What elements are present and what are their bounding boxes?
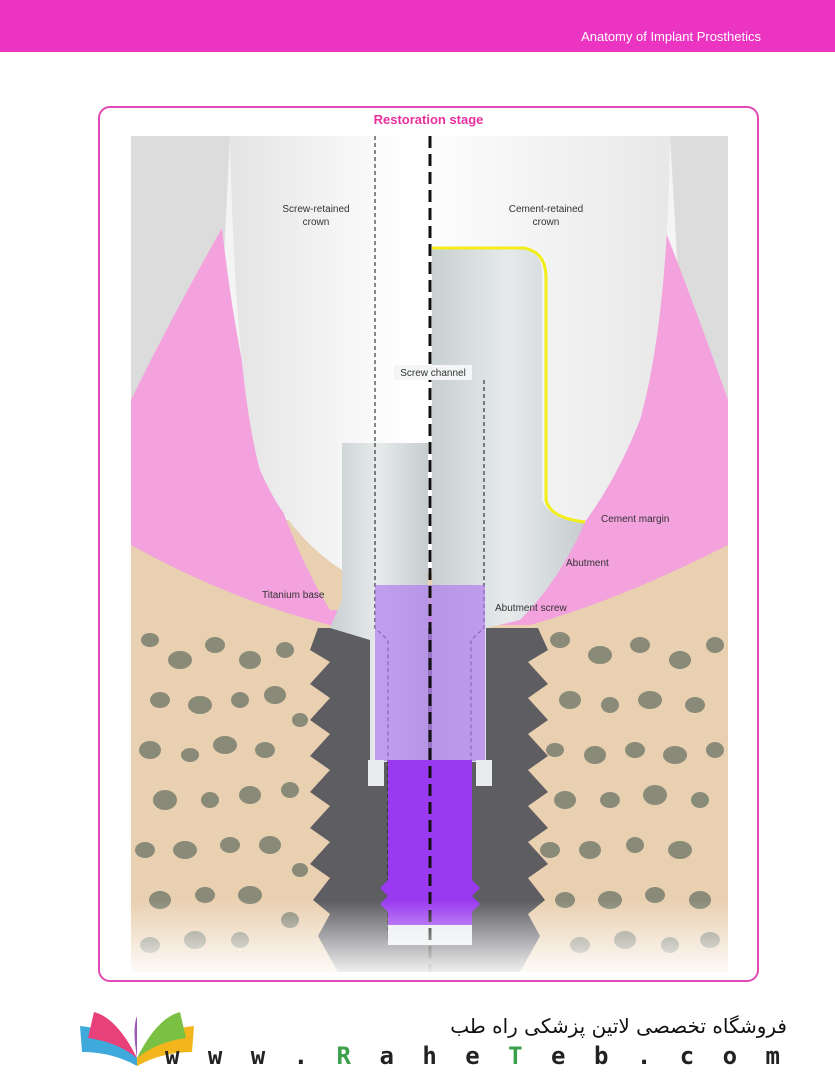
- figure-title: Restoration stage: [373, 112, 484, 127]
- url-prefix: w w w .: [164, 1042, 337, 1070]
- screw-channel-label-bg: [394, 365, 472, 380]
- label-cement-retained-1: Cement-retained: [509, 204, 583, 215]
- figure-frame: [98, 106, 759, 982]
- url-suffix: e b . c o m: [529, 1042, 787, 1070]
- label-screw-retained-2: crown: [303, 217, 330, 228]
- label-abutment-screw: Abutment screw: [495, 603, 567, 614]
- url-ahe: a h e: [358, 1042, 509, 1070]
- label-titanium-base: Titanium base: [262, 590, 325, 601]
- url-r: R: [336, 1042, 358, 1070]
- base-step-left: [368, 760, 384, 786]
- cement-margin-line: [432, 246, 586, 524]
- label-screw-retained-1: Screw-retained: [282, 204, 349, 215]
- header-bar: [0, 0, 835, 52]
- store-name: فروشگاه تخصصی لاتین پزشکی راه طب: [450, 1014, 787, 1038]
- header-title: Anatomy of Implant Prosthetics: [581, 29, 761, 44]
- store-url[interactable]: w w w . R a h e T e b . c o m: [165, 1042, 787, 1070]
- label-screw-channel: Screw channel: [400, 368, 466, 379]
- label-abutment: Abutment: [566, 558, 609, 569]
- url-t: T: [508, 1042, 530, 1070]
- base-step-right: [476, 760, 492, 786]
- label-cement-retained-2: crown: [533, 217, 560, 228]
- book-logo-icon: [80, 1012, 194, 1066]
- label-cement-margin: Cement margin: [601, 514, 669, 525]
- bottom-fade: [131, 900, 728, 972]
